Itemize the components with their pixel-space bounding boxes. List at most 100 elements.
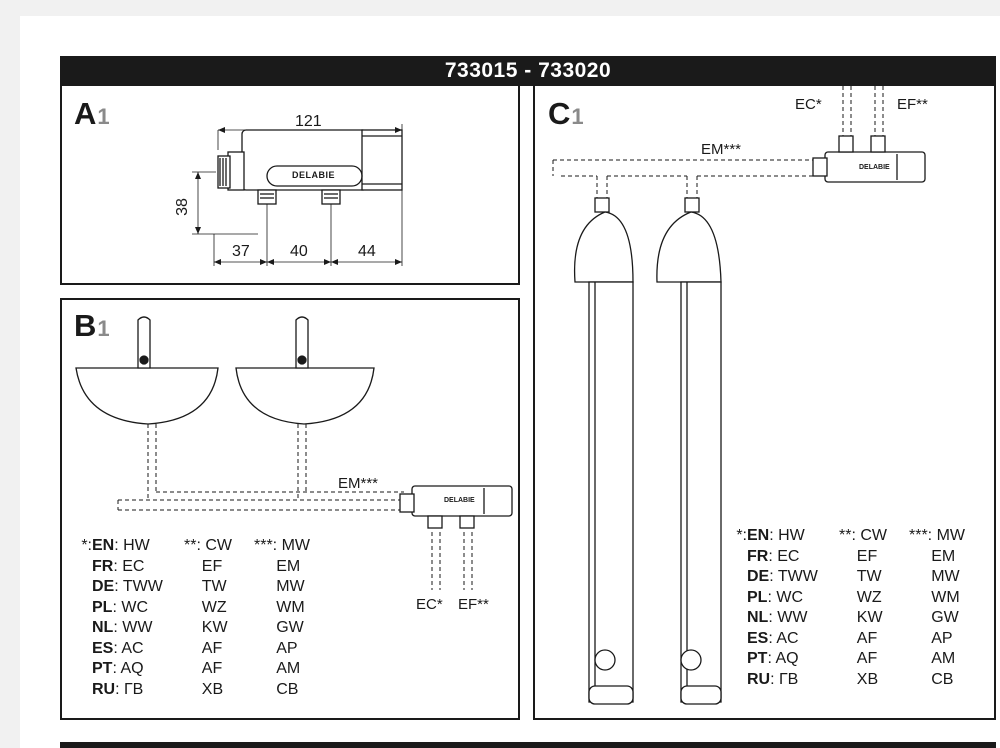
legend-hot-value: : ГВ (770, 670, 799, 688)
legend-mixed-value: AP (909, 629, 953, 647)
legend-marker-hot (731, 608, 747, 629)
ef-label-c: EF** (897, 96, 928, 113)
brand-label: DELABIE (292, 170, 336, 180)
legend-row: NL: WW KW GW (731, 608, 973, 629)
panel-a: A1 (60, 86, 520, 285)
legend-cold-value: AF (839, 629, 878, 647)
legend-language: FR (92, 557, 114, 575)
legend-mixed-value: GW (909, 609, 959, 626)
legend-cold-value: EF (184, 557, 223, 575)
legend-row: NL: WW KW GW (76, 618, 318, 639)
em-label-b: EM*** (338, 475, 379, 492)
legend-row: ES: AC AF AP (731, 629, 973, 650)
legend-language: DE (92, 578, 115, 595)
legend-cold-value: TW (184, 578, 227, 595)
legend-hot-value: : ГВ (115, 680, 144, 698)
legend-cold-value: KW (839, 609, 883, 626)
washbasin-installation-drawing (75, 316, 513, 590)
legend-marker-hot (76, 598, 92, 619)
legend-row: PL: WC WZ WM (76, 598, 318, 619)
legend-cold-value: AF (839, 650, 878, 667)
legend-hot-value: : EC (768, 547, 800, 565)
legend-row: DE: TWW TW MW (76, 577, 318, 598)
legend-language: PT (747, 650, 768, 667)
legend-cold-value: ХВ (184, 680, 224, 698)
legend-mixed-value: MW (909, 568, 960, 585)
legend-cold-value: **: CW (184, 537, 232, 554)
legend-hot-value: : WW (768, 609, 808, 626)
legend-row: RU: ГВ ХВ СВ (731, 670, 973, 691)
legend-marker-hot (76, 577, 92, 598)
em-label-c: EM*** (701, 141, 742, 158)
legend-hot-value: : AQ (767, 650, 799, 667)
legend-cold-value: WZ (839, 588, 882, 606)
brand-label-b: DELABIE (444, 497, 475, 504)
legend-language: PT (92, 660, 113, 677)
legend-cold-value: KW (184, 619, 228, 636)
legend-language: FR (747, 547, 769, 565)
dim-left: 37 (232, 243, 250, 260)
legend-row: PL: WC WZ WM (731, 588, 973, 609)
legend-mixed-value: СВ (254, 680, 299, 698)
panel-b-index: 1 (97, 316, 110, 341)
legend-mixed-value: ***: MW (254, 537, 310, 554)
legend-hot-value: : TWW (114, 578, 163, 595)
valve-dimension-drawing (192, 124, 403, 266)
legend-hot-value: : HW (769, 527, 805, 544)
panel-a-index: 1 (97, 104, 110, 129)
legend-marker-hot (76, 680, 92, 701)
legend-marker-hot (76, 659, 92, 680)
legend-cold-value: TW (839, 568, 882, 585)
legend-mixed-value: AM (909, 650, 956, 667)
ec-label-c: EC* (795, 96, 822, 113)
legend-hot-value: : EC (113, 557, 145, 575)
panel-c-label: C1 (548, 98, 584, 129)
legend-mixed-value: EM (254, 557, 301, 575)
legend-mixed-value: ***: MW (909, 527, 965, 544)
panel-a-letter: A (74, 96, 97, 131)
legend-row: PT: AQ AF AM (76, 659, 318, 680)
legend-cold-value: AF (184, 639, 223, 657)
panel-b: B1 DELABIE EM*** EC* EF (60, 298, 520, 720)
legend-marker-hot (731, 670, 747, 691)
legend-hot-value: : WC (767, 588, 803, 606)
legend-cold-value: ХВ (839, 670, 879, 688)
ec-label-b: EC* (416, 596, 443, 613)
legend-language: NL (92, 619, 114, 636)
legend-hot-value: : HW (114, 537, 150, 554)
panel-c: C1 (533, 86, 996, 720)
legend-hot-value: : AQ (112, 660, 144, 677)
ef-label-b: EF** (458, 596, 489, 613)
legend-language: ES (747, 629, 769, 647)
legend-row: RU: ГВ ХВ СВ (76, 680, 318, 701)
legend-hot-value: : WW (113, 619, 153, 636)
legend-language: RU (747, 670, 771, 688)
legend-language: EN (92, 537, 115, 554)
legend-row: PT: AQ AF AM (731, 649, 973, 670)
dim-right: 44 (358, 243, 376, 260)
legend-row: FR: EC EF EM (76, 557, 318, 578)
legend-row: DE: TWW TW MW (731, 567, 973, 588)
legend-mixed-value: MW (254, 578, 305, 595)
legend-hot-value: : AC (768, 629, 799, 647)
legend-language: PL (747, 588, 768, 606)
panel-c-index: 1 (571, 104, 584, 129)
legend-marker-hot (76, 639, 92, 660)
legend-marker-hot (731, 547, 747, 568)
panel-a-label: A1 (74, 98, 110, 129)
legend-row: FR: EC EF EM (731, 547, 973, 568)
legend-mixed-value: WM (909, 588, 960, 606)
legend-mixed-value: WM (254, 598, 305, 616)
legend-language: DE (747, 568, 770, 585)
legend-language: NL (747, 609, 769, 626)
legend-hot-value: : TWW (769, 568, 818, 585)
dim-height: 38 (173, 198, 191, 216)
dim-length: 121 (295, 113, 322, 130)
legend-cold-value: **: CW (839, 527, 887, 544)
shower-installation-drawing (552, 86, 926, 705)
legend-row: ES: AC AF AP (76, 639, 318, 660)
legend-mixed-value: EM (909, 547, 956, 565)
legend-cold-value: EF (839, 547, 878, 565)
legend-cold-value: AF (184, 660, 223, 677)
footer-bar (60, 742, 996, 748)
